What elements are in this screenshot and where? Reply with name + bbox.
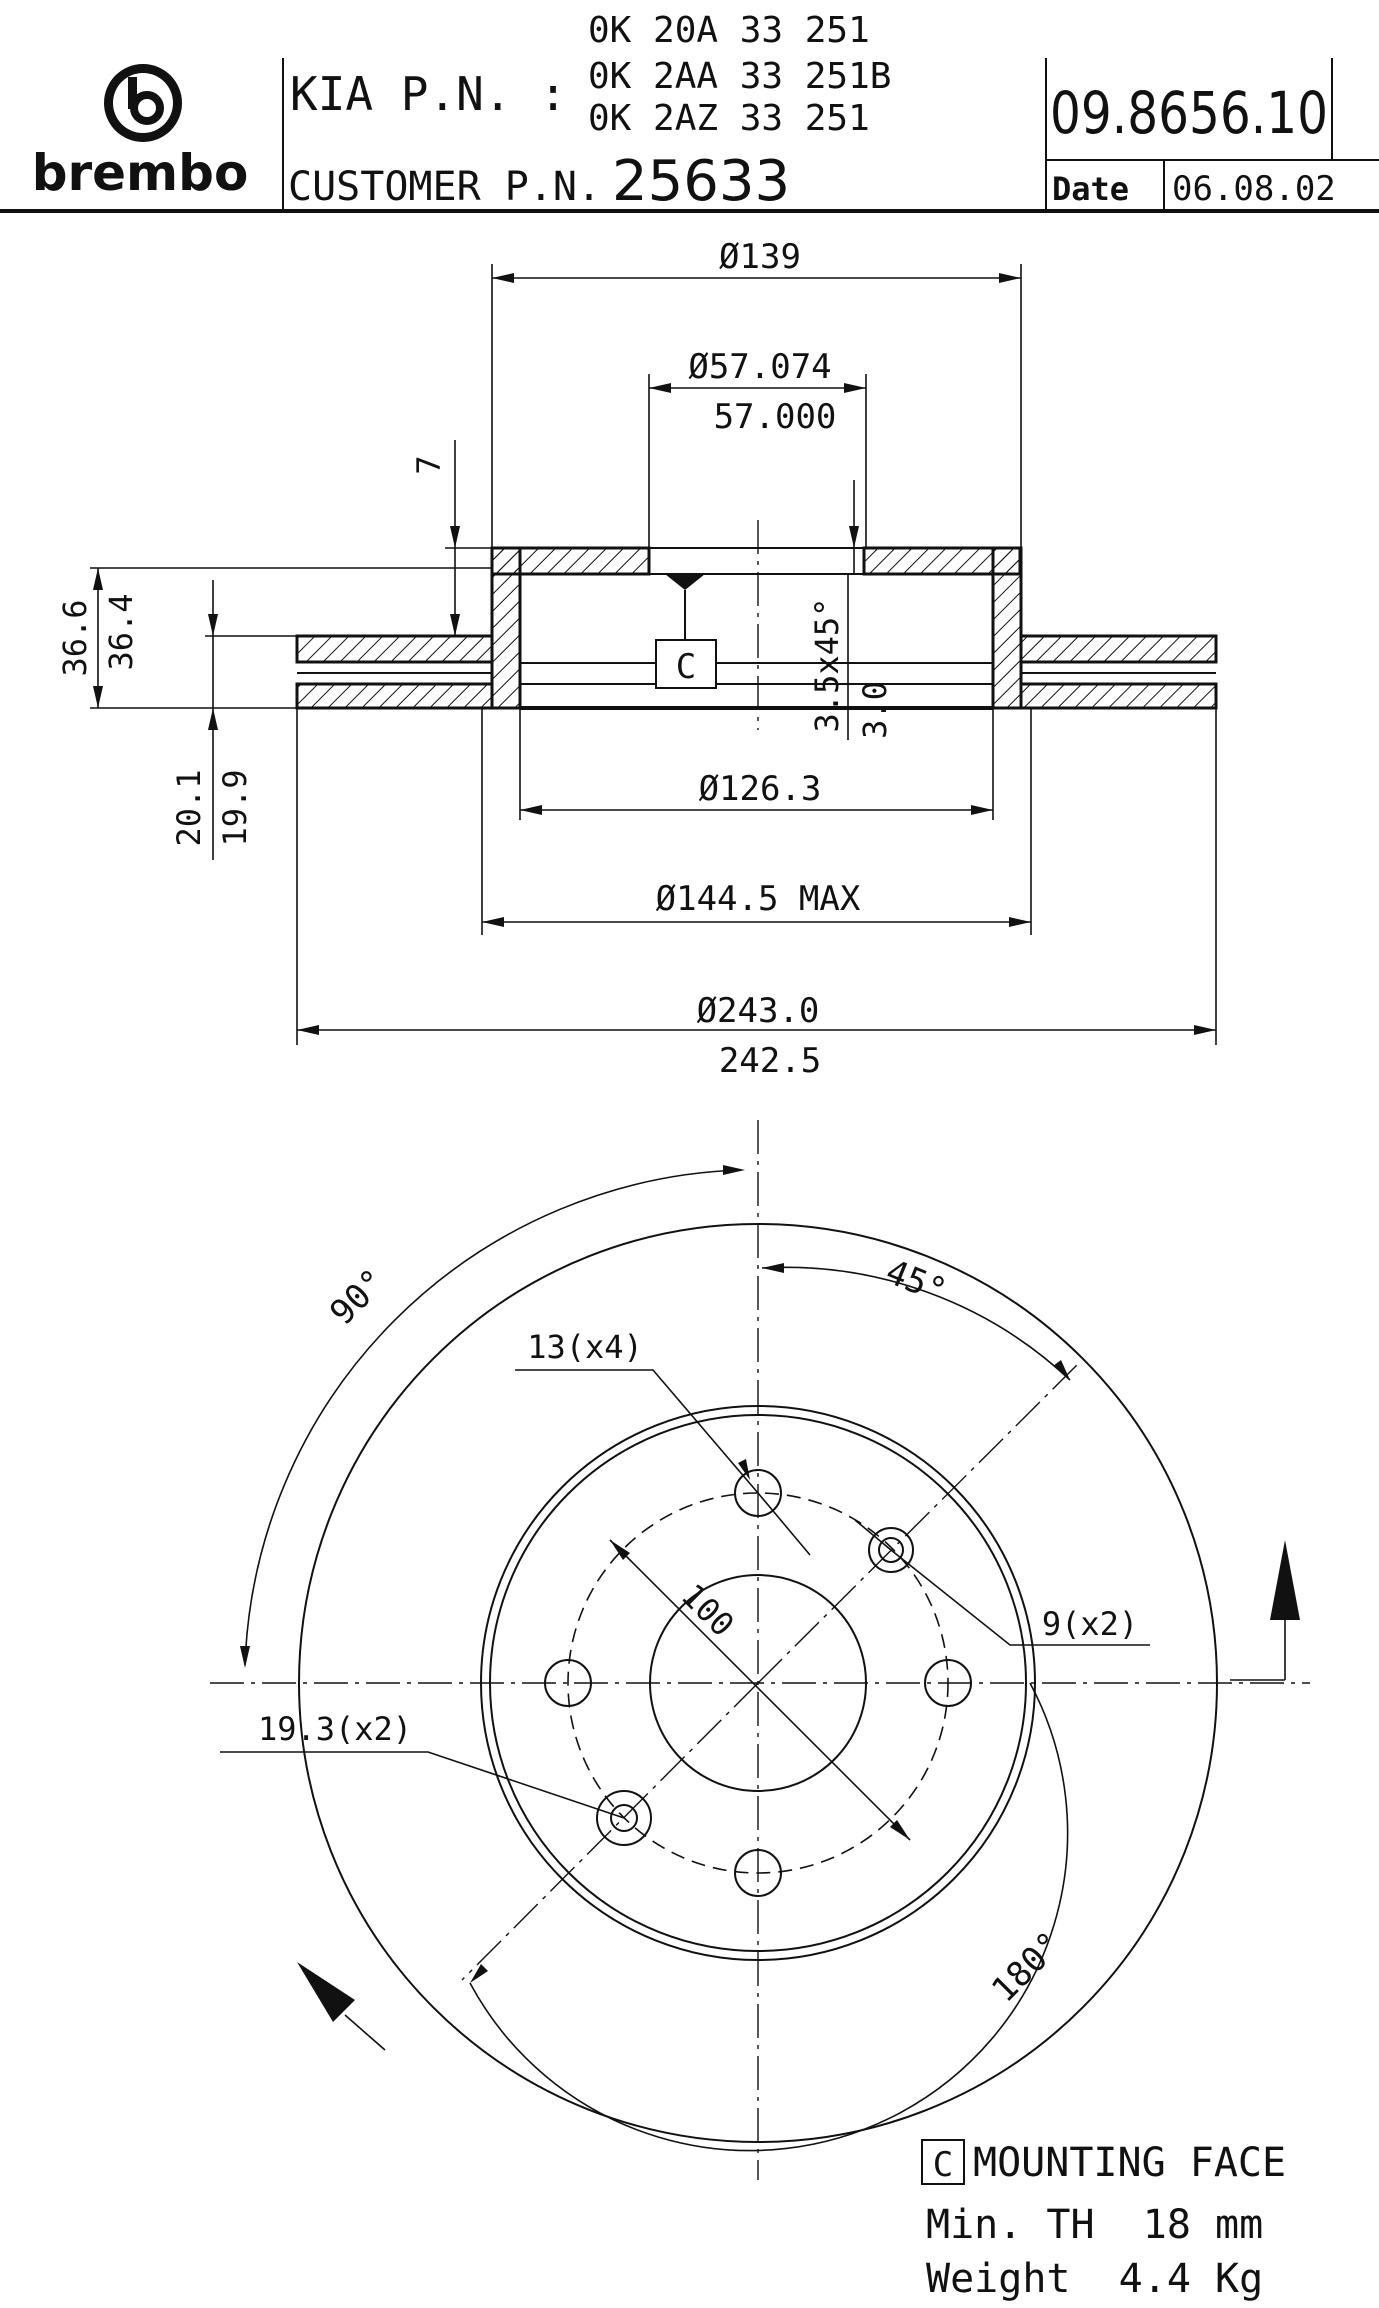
- kia-part-2: 0K 2AA 33 251B: [588, 56, 891, 97]
- dim-chamfer: 3.5x45° 3.0: [808, 480, 894, 740]
- kia-part-3: 0K 2AZ 33 251: [588, 98, 870, 139]
- svg-text:3.0: 3.0: [856, 681, 894, 739]
- callout-13x4: 13(x4): [515, 1328, 811, 1556]
- angle-90: 90°: [240, 1165, 745, 1668]
- svg-text:Ø144.5 MAX: Ø144.5 MAX: [656, 879, 861, 919]
- customer-pn-label: CUSTOMER P.N.: [288, 164, 601, 210]
- svg-text:242.5: 242.5: [719, 1041, 821, 1081]
- section-profile: [295, 546, 1218, 710]
- svg-text:36.6: 36.6: [56, 599, 94, 676]
- callout-19x2: 19.3(x2): [220, 1710, 625, 1819]
- dim-d126: Ø126.3: [519, 708, 994, 820]
- svg-text:19.3(x2): 19.3(x2): [258, 1710, 412, 1748]
- customer-pn-value: 25633: [612, 149, 790, 214]
- dim-d139: Ø139: [491, 237, 1022, 548]
- kia-label: KIA P.N. :: [290, 67, 567, 121]
- notes-block: C MOUNTING FACE Min. TH 18 mm Weight 4.4…: [921, 2139, 1286, 2302]
- dim-d243: Ø243.0 242.5: [296, 708, 1217, 1081]
- front-view: [210, 1120, 1310, 2180]
- svg-text:Ø57.074: Ø57.074: [688, 347, 831, 387]
- svg-text:13(x4): 13(x4): [527, 1328, 643, 1366]
- brand-wordmark: brembo: [32, 144, 249, 202]
- dim-bore: Ø57.074 57.000: [648, 347, 867, 548]
- date-value: 06.08.02: [1172, 169, 1336, 209]
- svg-text:9(x2): 9(x2): [1042, 1605, 1138, 1643]
- pcd-label: 100: [674, 1576, 742, 1644]
- svg-text:180°: 180°: [984, 1924, 1070, 2010]
- dim-hat-offset: 7: [410, 440, 492, 636]
- angle-45: 45°: [761, 1252, 1071, 1381]
- mounting-face-marker: C: [655, 639, 717, 689]
- dim-thickness: 20.1 19.9: [170, 580, 297, 860]
- notes-ref: C: [933, 2145, 953, 2185]
- dim-d144: Ø144.5 MAX: [481, 708, 1032, 935]
- svg-text:7: 7: [410, 455, 448, 474]
- mounting-face-ref: C: [676, 647, 696, 687]
- angle-180: 180°: [469, 1682, 1070, 2152]
- svg-text:90°: 90°: [322, 1261, 394, 1333]
- svg-text:36.4: 36.4: [102, 593, 140, 670]
- dim-height: 36.6 36.4: [56, 567, 492, 709]
- brembo-code: 09.8656.10: [1050, 79, 1328, 147]
- notes-min-th: Min. TH 18 mm: [926, 2202, 1263, 2248]
- rotation-arrow-up-icon: [1230, 1540, 1300, 1681]
- kia-part-1: 0K 20A 33 251: [588, 10, 870, 51]
- svg-text:Ø243.0: Ø243.0: [697, 991, 820, 1031]
- callout-9x2: 9(x2): [854, 1519, 1150, 1646]
- date-label: Date: [1052, 170, 1129, 208]
- svg-text:Ø126.3: Ø126.3: [699, 769, 822, 809]
- brembo-logo: brembo: [32, 64, 249, 202]
- kia-part-numbers: KIA P.N. : 0K 20A 33 251 0K 2AA 33 251B …: [290, 10, 891, 139]
- svg-text:45°: 45°: [880, 1252, 952, 1312]
- svg-text:20.1: 20.1: [170, 769, 208, 846]
- svg-text:19.9: 19.9: [216, 769, 254, 846]
- svg-text:3.5x45°: 3.5x45°: [808, 598, 846, 733]
- svg-text:57.000: 57.000: [714, 397, 837, 437]
- svg-text:Ø139: Ø139: [719, 237, 801, 277]
- notes-weight: Weight 4.4 Kg: [926, 2256, 1263, 2302]
- title-block: [0, 58, 1379, 213]
- rotation-arrow-down-left-icon: [297, 1962, 386, 2051]
- notes-mounting-face: MOUNTING FACE: [973, 2140, 1286, 2186]
